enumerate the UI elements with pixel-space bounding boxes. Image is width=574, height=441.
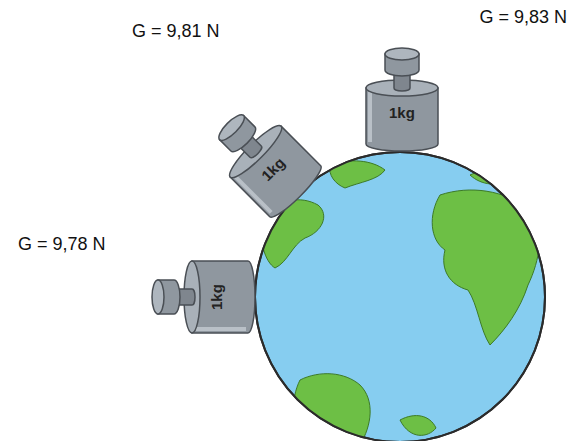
- knob-top: [152, 280, 164, 314]
- highlight: [236, 177, 271, 212]
- knob-top: [385, 48, 419, 60]
- weight-1kg: 1kg: [362, 42, 442, 152]
- weight-force-label: G = 9,81 N: [132, 20, 220, 42]
- continent: [400, 416, 436, 436]
- weight-1kg: 1kg: [146, 257, 256, 337]
- mass-label: 1kg: [208, 284, 226, 310]
- weight-body: [192, 261, 255, 333]
- highlight: [196, 327, 246, 331]
- highlight: [368, 92, 372, 142]
- continent: [432, 190, 539, 345]
- weight-body: [366, 88, 438, 151]
- weight-shape: [146, 257, 256, 337]
- mass-label: 1kg: [389, 104, 415, 122]
- weight-force-label: G = 9,78 N: [18, 233, 106, 255]
- weight-shape: [362, 42, 442, 152]
- weight-force-label: G = 9,83 N: [479, 6, 567, 28]
- knob-top: [215, 111, 248, 144]
